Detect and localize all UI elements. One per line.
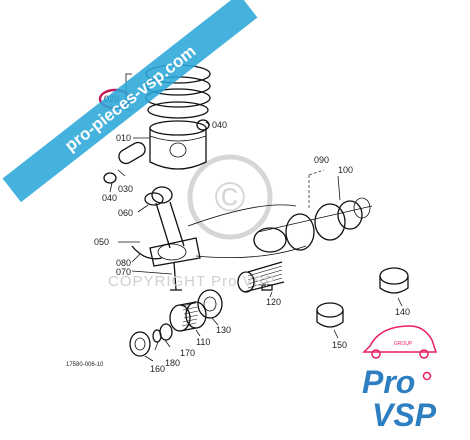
part-label-090: 090 xyxy=(314,155,329,165)
crank-collar xyxy=(197,289,223,319)
part-label-050: 050 xyxy=(94,237,109,247)
part-label-060: 060 xyxy=(118,208,133,218)
big-end-bearing xyxy=(131,245,163,260)
part-label-160: 160 xyxy=(150,364,165,374)
crank-key xyxy=(261,284,273,291)
logo-group: GROUP xyxy=(394,341,413,347)
logo-car-wheel-right xyxy=(419,349,429,359)
small-end-bush xyxy=(144,192,164,206)
logo-accent-dot xyxy=(422,371,432,381)
part-label-070: 070 xyxy=(116,267,131,277)
main-bearing-140 xyxy=(379,267,409,294)
main-bearing-150 xyxy=(316,302,344,328)
part-label-040-left: 040 xyxy=(102,193,117,203)
copyright-symbol-watermark: © xyxy=(187,154,273,240)
logo-line1: Pro xyxy=(362,364,415,400)
connecting-rod xyxy=(149,186,201,267)
guide-curve-lower xyxy=(195,245,307,259)
part-label-170: 170 xyxy=(180,348,195,358)
part-label-040-right: 040 xyxy=(212,120,227,130)
part-label-010: 010 xyxy=(116,133,131,143)
pro-vsp-logo: GROUP Pro VSP xyxy=(362,325,438,433)
circlip-right xyxy=(196,119,210,131)
logo-car-wheel-left xyxy=(371,349,381,359)
piston xyxy=(149,120,207,170)
washer-180 xyxy=(159,323,173,341)
part-label-120: 120 xyxy=(266,297,281,307)
part-labels: 020 040 010 030 040 060 050 080 070 090 … xyxy=(94,94,410,374)
crank-nut xyxy=(129,331,151,357)
crank-gear xyxy=(169,301,207,332)
part-label-130: 130 xyxy=(216,325,231,335)
copyright-symbol: © xyxy=(215,173,246,220)
part-label-110: 110 xyxy=(196,337,210,347)
watermark-banner: pro-pieces-vsp.com xyxy=(2,0,258,203)
circlip-left xyxy=(103,172,117,184)
copyright-watermark: COPYRIGHT Pro VSP xyxy=(108,273,276,290)
rod-bolt xyxy=(170,261,182,291)
logo-line2: VSP xyxy=(372,397,437,433)
drawing-code: 17580-006-10 xyxy=(66,362,104,368)
part-label-100: 100 xyxy=(338,165,353,175)
crankshaft xyxy=(237,197,373,293)
logo-car-outline xyxy=(362,325,438,353)
guide-curve-upper xyxy=(187,204,297,227)
part-label-140: 140 xyxy=(395,307,410,317)
part-label-180: 180 xyxy=(165,358,180,368)
part-label-080: 080 xyxy=(116,258,131,268)
piston-pin xyxy=(118,141,146,165)
leader-lines xyxy=(109,121,403,362)
part-label-030: 030 xyxy=(118,184,133,194)
part-label-150: 150 xyxy=(332,340,347,350)
washer-170 xyxy=(152,329,162,343)
